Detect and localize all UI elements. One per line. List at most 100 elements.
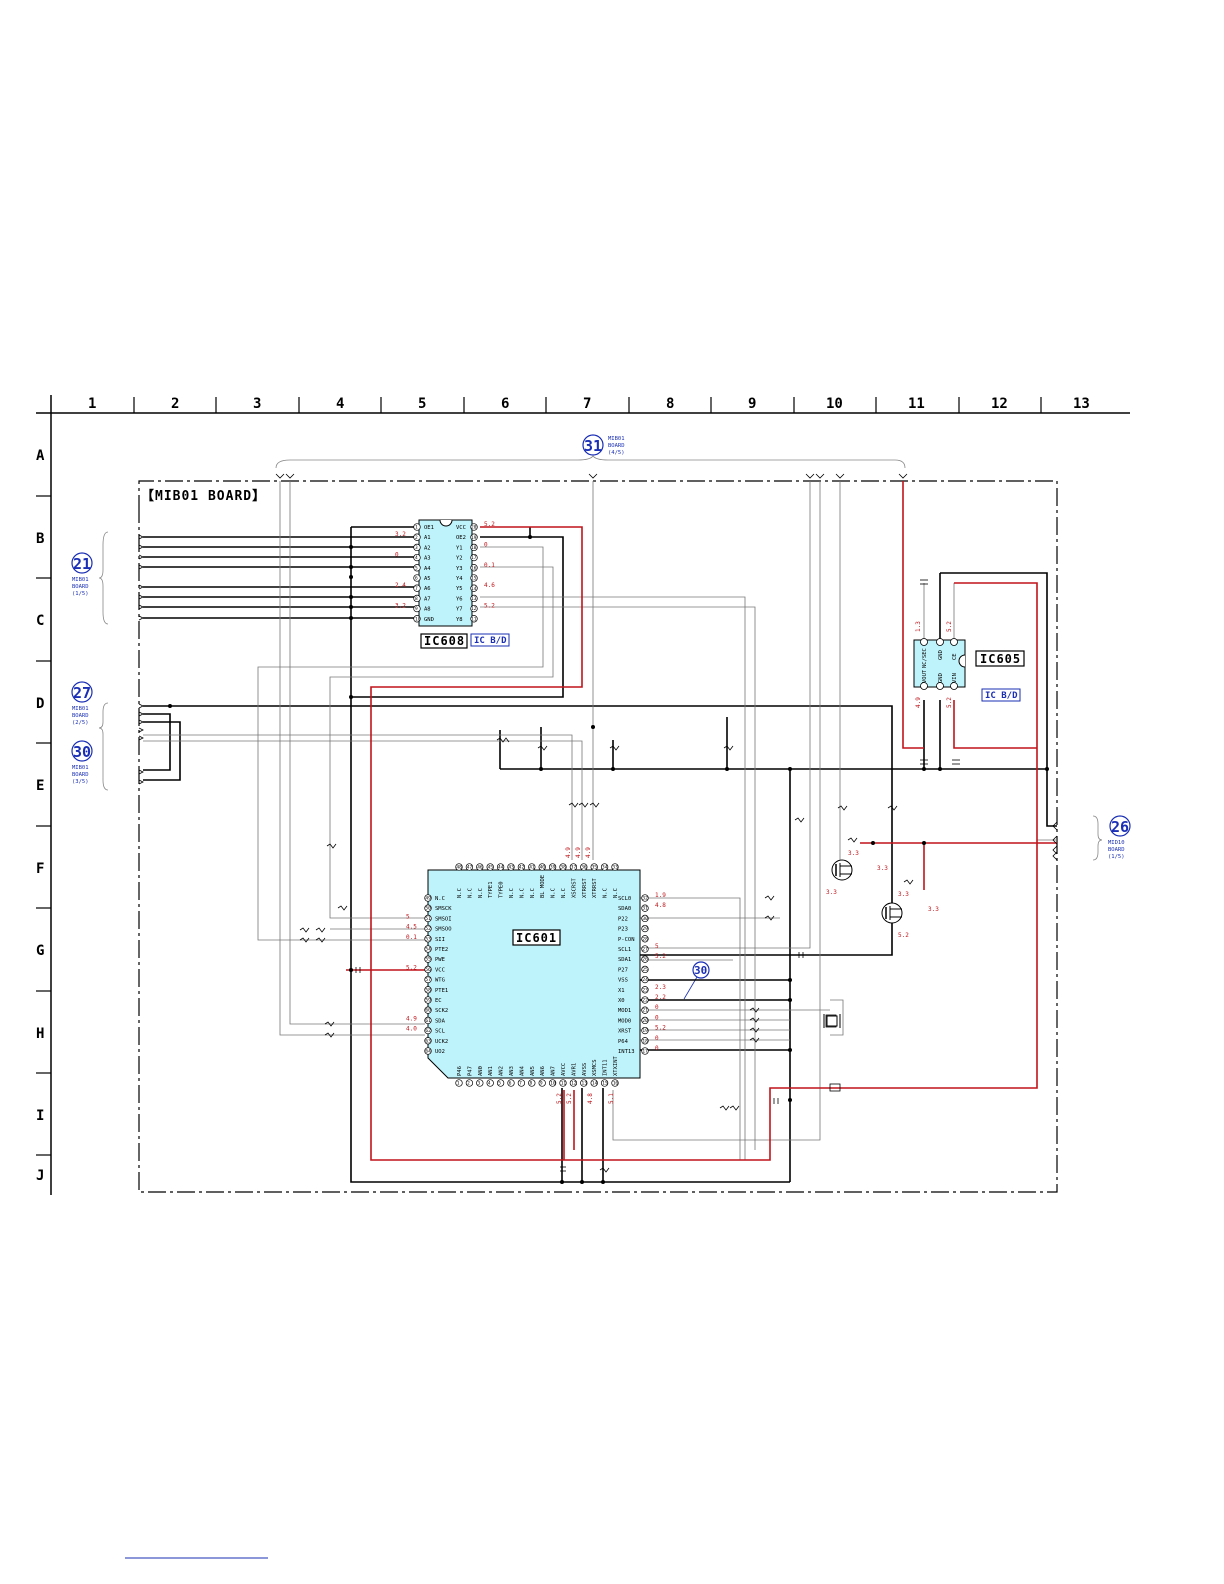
ic601-pin-label: AN0 (478, 1066, 484, 1076)
svg-text:(1/5): (1/5) (72, 591, 89, 597)
ic601-pin-num: 6 (509, 1081, 512, 1087)
ic601-pin-label: AN5 (530, 1066, 536, 1076)
ic608-pin-num: 17 (471, 555, 477, 561)
ic601-pin-num: 63 (425, 1038, 431, 1044)
svg-text:NC/SEC: NC/SEC (922, 648, 928, 668)
ic601-pin-num: 4 (488, 1081, 491, 1087)
ic601-pin-label: X1 (618, 988, 625, 994)
ic608-pin-label: Y5 (456, 586, 463, 592)
ref-31: 31 MIB01 BOARD (4/5) (275, 434, 906, 469)
ref-30-inner: 30 (683, 961, 710, 1000)
grid-col-1: 1 (88, 396, 96, 412)
ic601-pin-num: 12 (571, 1081, 577, 1087)
ic608-pin-num: 14 (471, 586, 477, 592)
grid-row-h: H (36, 1026, 44, 1042)
ic601-pin-label: N.C (561, 888, 567, 898)
ic601-pin-label: XSCRST (571, 877, 577, 898)
ic601-pin-label: BL MODE (540, 875, 546, 898)
ic601-pin-num: 42 (519, 865, 525, 871)
ic601-pin-volt: 4.8 (587, 1093, 594, 1104)
ic601-pin-label: SMSOO (435, 927, 452, 933)
ic608-pin-label: A1 (424, 535, 431, 541)
ic601-pin-num: 57 (425, 977, 431, 983)
svg-text:BOARD: BOARD (1108, 847, 1125, 853)
grid-col-11: 11 (908, 396, 925, 412)
ic601-pin-num: 8 (530, 1081, 533, 1087)
ic601-top-pins: 48N.C47N.C46N.C45TYPE144TYPE043N.C42N.C4… (455, 847, 619, 898)
ic601-pin-num: 1 (457, 1081, 460, 1087)
ic601-pin-label: AN3 (509, 1066, 515, 1076)
ic608-pin-num: 2 (415, 535, 418, 541)
grid-col-3: 3 (253, 396, 261, 412)
ic601-pin-volt: 5 (655, 943, 659, 950)
ic601-pin-num: 48 (456, 865, 462, 871)
ic608-pin-volt: 2.4 (395, 582, 406, 589)
grid-col-9: 9 (748, 396, 756, 412)
ic601-pin-volt: 5.2 (406, 964, 417, 971)
ic601-pin-label: EC (435, 998, 442, 1004)
ic601-pin-num: 49 (425, 896, 431, 902)
ic601-pin-num: 34 (602, 865, 608, 871)
ic601-pin-label: P22 (618, 916, 628, 922)
ic601-pin-num: 61 (425, 1018, 431, 1024)
grid-col-2: 2 (171, 396, 179, 412)
svg-text:30: 30 (73, 743, 91, 761)
ic601-pin-volt: 4.9 (565, 847, 572, 858)
ic601-pin-label: XTRRST (582, 877, 588, 898)
ic601-pin-num: 45 (488, 865, 494, 871)
ic601-pin-label: AN6 (540, 1066, 546, 1076)
ic601-pin-label: INT11 (603, 1059, 609, 1076)
ic608-pin-volt: 3.2 (395, 531, 406, 538)
ic601-pin-num: 24 (642, 977, 648, 983)
ic601-pin-label: N.C (519, 888, 525, 898)
ic601-pin-num: 56 (425, 967, 431, 973)
ic601-pin-num: 29 (642, 926, 648, 932)
ic601-pin-num: 37 (571, 865, 577, 871)
svg-text:VOUT: VOUT (922, 669, 928, 683)
ic601-pin-num: 22 (642, 998, 648, 1004)
ic601-bottom-pins: 1P462P473AN04AN15AN26AN37AN48AN59AN610AN… (455, 1055, 619, 1104)
svg-text:3.3: 3.3 (898, 891, 909, 898)
ic605-tag: IC B/D (985, 691, 1018, 701)
grid-col-13: 13 (1073, 396, 1090, 412)
ic608-pin-num: 3 (415, 545, 418, 551)
svg-text:5.2: 5.2 (898, 932, 909, 939)
ic601-pin-num: 19 (642, 1028, 648, 1034)
svg-text:(3/5): (3/5) (72, 779, 89, 785)
ref-26: 26 MID10 BOARD (1/5) (1092, 815, 1131, 861)
ic608-label: IC608 (424, 634, 465, 648)
ic608-pin-volt: 0 (395, 552, 399, 559)
svg-text:(2/5): (2/5) (72, 720, 89, 726)
ic601-pin-volt: 4.0 (406, 1026, 417, 1033)
ic601-pin-label: AVR1 (571, 1063, 577, 1076)
ic601-pin-num: 64 (425, 1049, 431, 1055)
grid-row-g: G (36, 943, 44, 959)
ic608-pin-label: A5 (424, 576, 431, 582)
ic601-pin-label: AN2 (499, 1066, 505, 1076)
ic601-pin-num: 55 (425, 957, 431, 963)
svg-text:1.3: 1.3 (915, 621, 922, 632)
ic608-pin-volt: 5.2 (484, 603, 495, 610)
svg-text:BOARD: BOARD (72, 713, 89, 719)
svg-text:(1/5): (1/5) (1108, 854, 1125, 860)
grid-col-10: 10 (826, 396, 843, 412)
ic608-pin-num: 7 (415, 586, 418, 592)
ic601-pin-volt: 5.1 (608, 1093, 615, 1104)
ic601-pin-num: 17 (642, 1049, 648, 1055)
ic601-pin-volt: 5.2 (566, 1093, 573, 1104)
ic601-pin-volt: 2.2 (655, 994, 666, 1001)
ic601-pin-volt: 0 (655, 1014, 659, 1021)
ic601-label: IC601 (516, 931, 557, 945)
ic601-pin-label: SCK2 (435, 1008, 448, 1014)
ic601-pin-num: 35 (592, 865, 598, 871)
ic601-pin-label: SII (435, 937, 445, 943)
ic608-pin-num: 10 (415, 616, 421, 622)
ic601-pin-label: XRST (618, 1029, 632, 1035)
ic601-pin-num: 3 (478, 1081, 481, 1087)
ic601-pin-label: N.C (551, 888, 557, 898)
ic601-pin-label: P27 (618, 967, 628, 973)
transistor-q2: 3.3 3.3 5.2 (881, 891, 939, 939)
